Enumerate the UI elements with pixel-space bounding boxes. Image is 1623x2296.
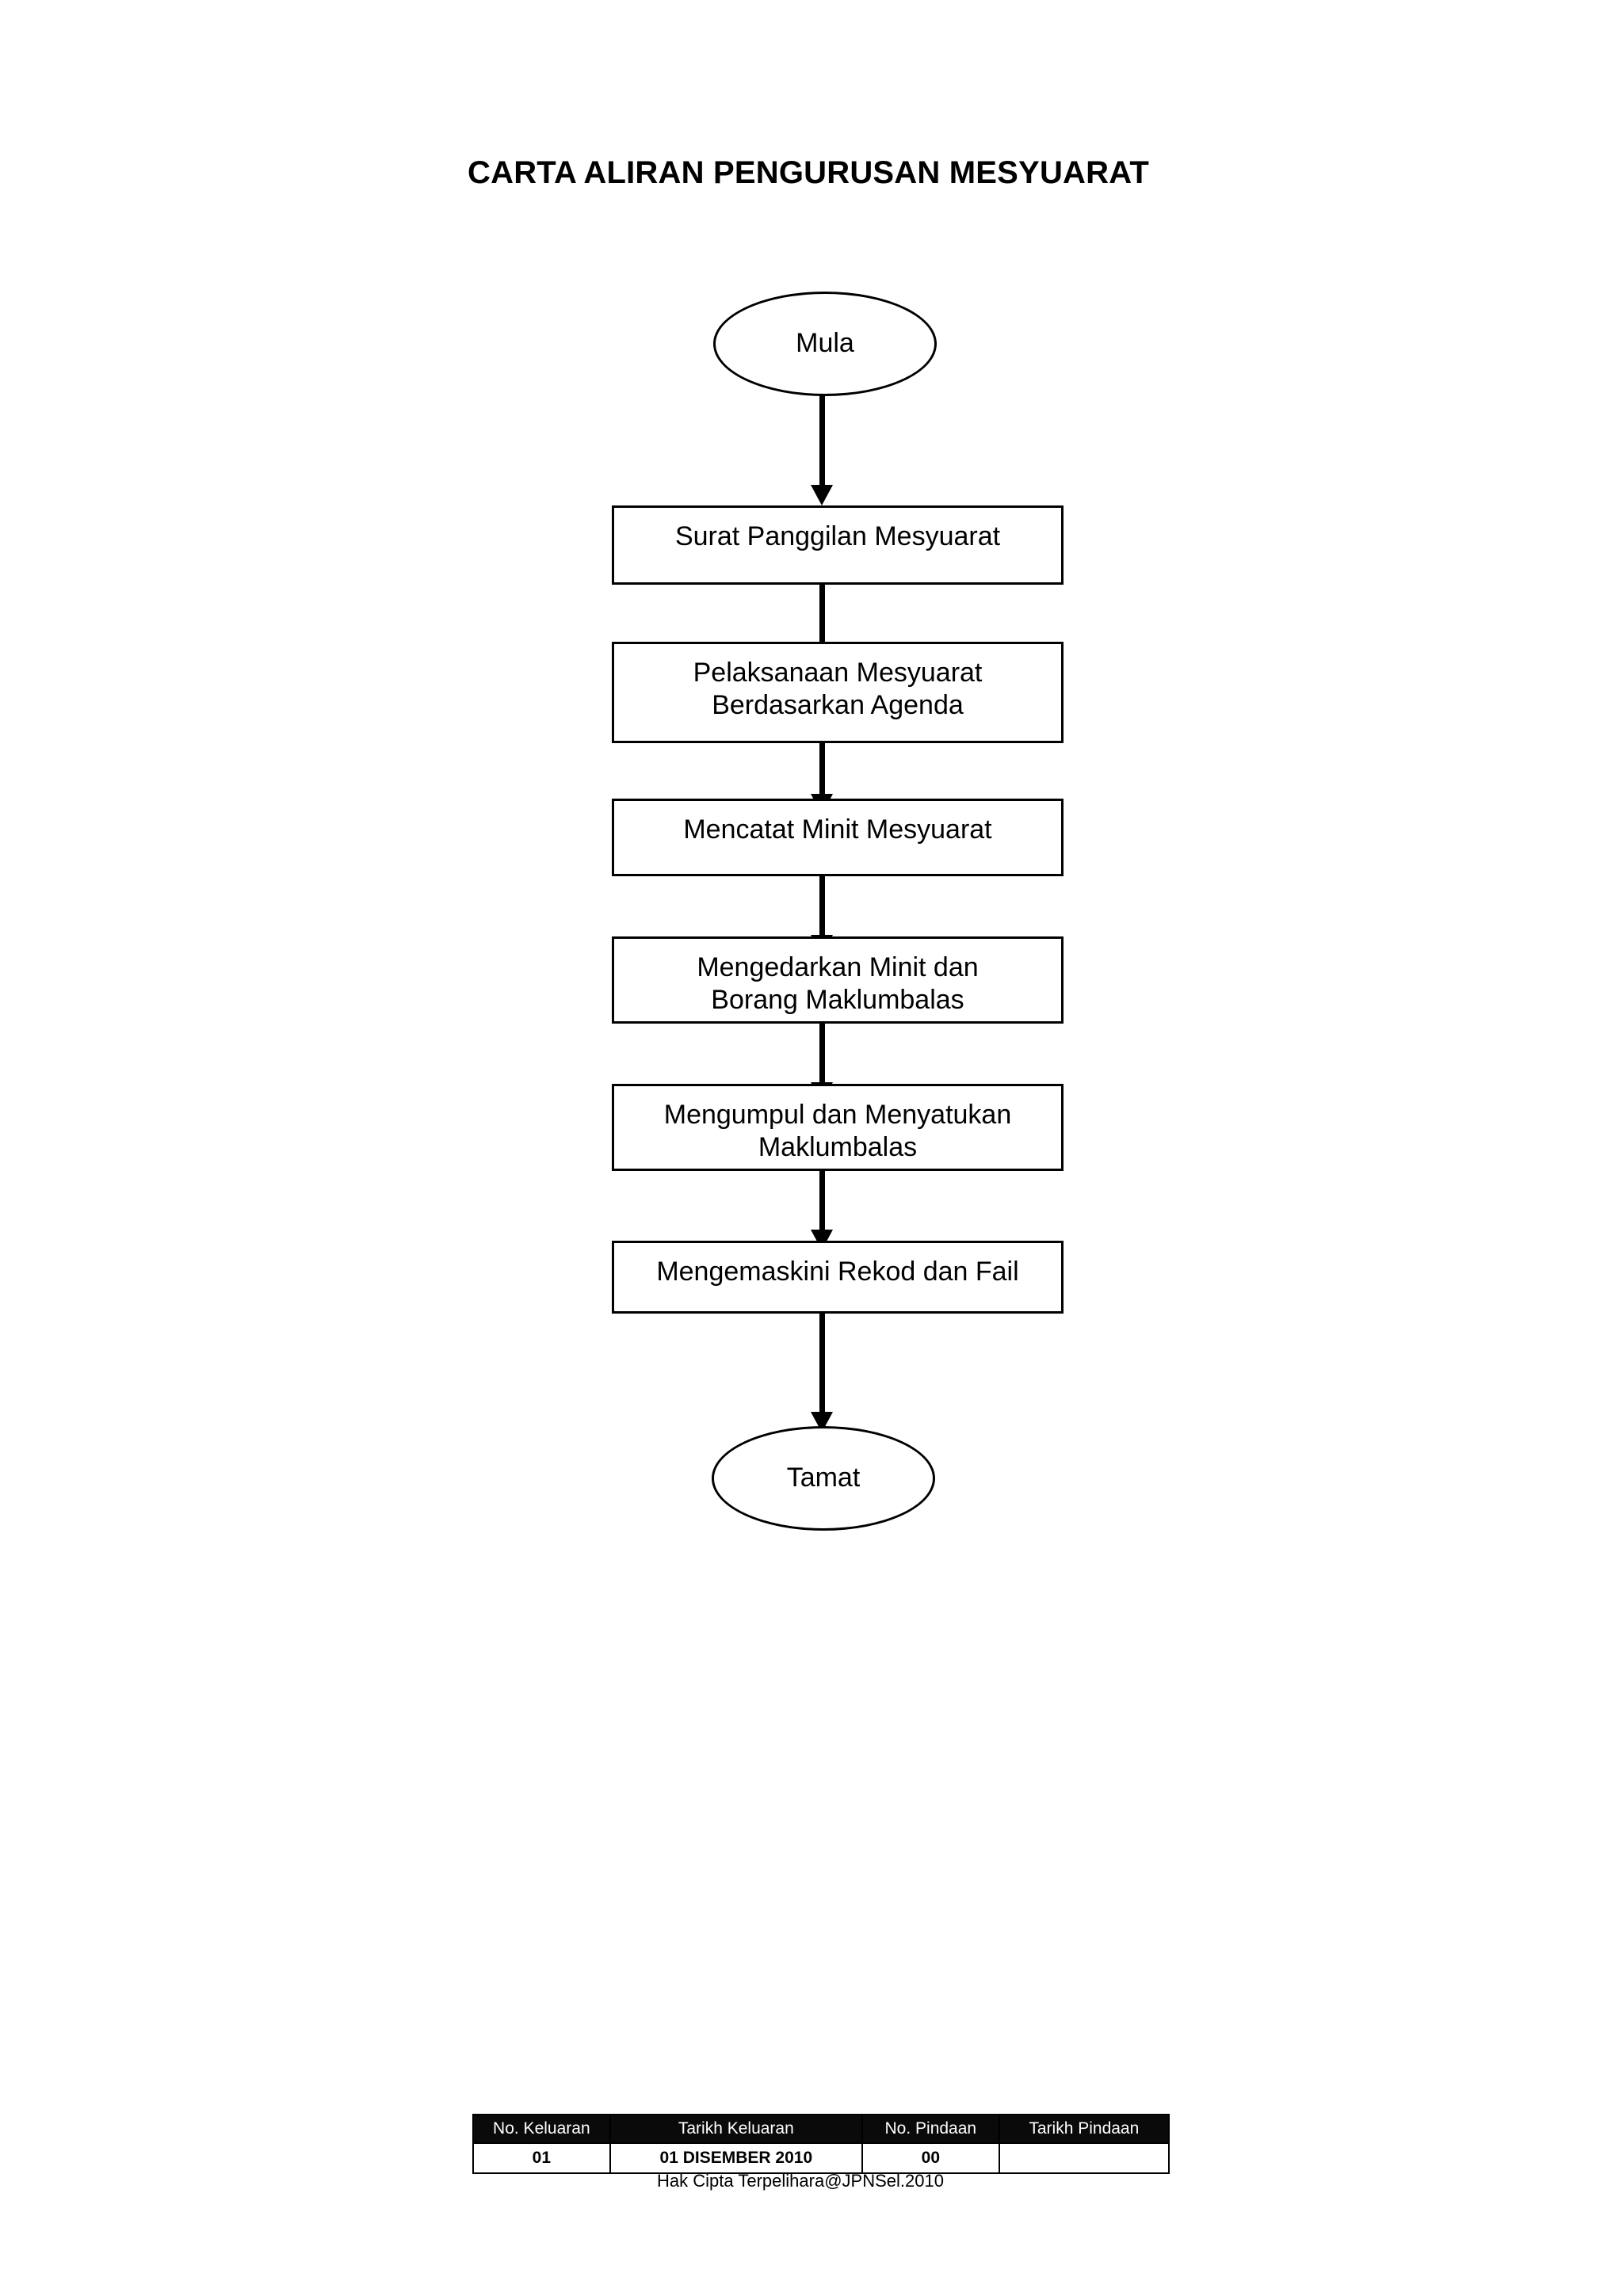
cell-tarikh-keluaran: 01 DISEMBER 2010 bbox=[609, 2142, 863, 2174]
flow-node-end[interactable]: Tamat bbox=[712, 1426, 935, 1531]
column-header-no-keluaran: No. Keluaran bbox=[472, 2114, 611, 2144]
flow-node-start-label: Mula bbox=[796, 328, 854, 359]
flow-edge-step5-step6 bbox=[811, 1171, 833, 1250]
flow-node-step4[interactable]: Mengedarkan Minit dan Borang Maklumbalas bbox=[612, 936, 1064, 1024]
table-header-row: No. Keluaran Tarikh Keluaran No. Pindaan… bbox=[472, 2114, 1170, 2144]
flow-node-step3-label: Mencatat Minit Mesyuarat bbox=[683, 814, 992, 845]
page-title: CARTA ALIRAN PENGURUSAN MESYUARAT bbox=[468, 155, 1149, 190]
table-row: 01 01 DISEMBER 2010 00 bbox=[472, 2142, 1170, 2174]
flow-node-step4-label: Mengedarkan Minit dan Borang Maklumbalas bbox=[697, 952, 979, 1016]
flow-node-step1[interactable]: Surat Panggilan Mesyuarat bbox=[612, 505, 1064, 585]
flow-edge-start-step1 bbox=[811, 395, 833, 505]
revision-table: No. Keluaran Tarikh Keluaran No. Pindaan… bbox=[472, 2114, 1170, 2174]
flow-node-step2[interactable]: Pelaksanaan Mesyuarat Berdasarkan Agenda bbox=[612, 642, 1064, 743]
flow-node-step5[interactable]: Mengumpul dan Menyatukan Maklumbalas bbox=[612, 1084, 1064, 1171]
flow-node-step5-label: Mengumpul dan Menyatukan Maklumbalas bbox=[663, 1100, 1012, 1163]
cell-tarikh-pindaan bbox=[998, 2142, 1170, 2174]
copyright-text: Hak Cipta Terpelihara@JPNSel.2010 bbox=[657, 2171, 944, 2191]
flow-edge-step6-end bbox=[811, 1314, 833, 1432]
column-header-tarikh-keluaran: Tarikh Keluaran bbox=[609, 2114, 863, 2144]
flow-node-end-label: Tamat bbox=[786, 1463, 861, 1493]
flow-node-start[interactable]: Mula bbox=[713, 292, 937, 396]
flow-node-step6[interactable]: Mengemaskini Rekod dan Fail bbox=[612, 1241, 1064, 1314]
flow-node-step3[interactable]: Mencatat Minit Mesyuarat bbox=[612, 799, 1064, 876]
cell-no-pindaan: 00 bbox=[861, 2142, 1000, 2174]
column-header-no-pindaan: No. Pindaan bbox=[861, 2114, 1000, 2144]
cell-no-keluaran: 01 bbox=[472, 2142, 611, 2174]
flow-node-step6-label: Mengemaskini Rekod dan Fail bbox=[656, 1257, 1019, 1287]
flow-node-step1-label: Surat Panggilan Mesyuarat bbox=[674, 521, 1001, 551]
column-header-tarikh-pindaan: Tarikh Pindaan bbox=[998, 2114, 1170, 2144]
revision-footer: No. Keluaran Tarikh Keluaran No. Pindaan… bbox=[472, 2114, 1170, 2174]
flow-node-step2-label: Pelaksanaan Mesyuarat Berdasarkan Agenda bbox=[693, 658, 983, 721]
